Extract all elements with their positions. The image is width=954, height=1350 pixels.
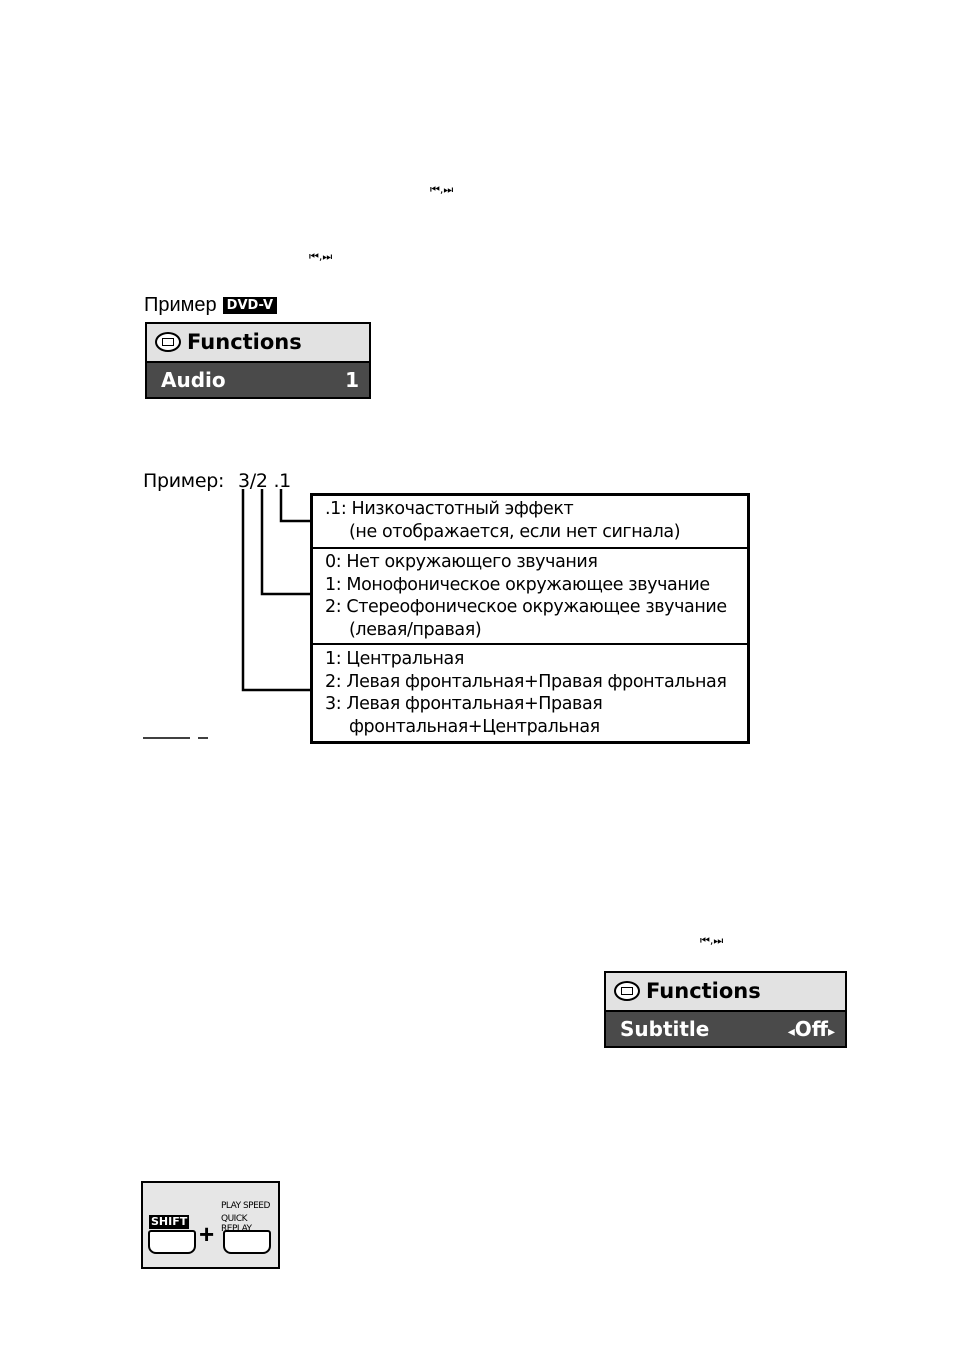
plus-sign: + bbox=[199, 1219, 215, 1249]
arrow-left-icon: ◂ bbox=[787, 1023, 795, 1040]
functions-osd-audio: Functions Audio 1 bbox=[145, 322, 371, 399]
legend-line: (не отображается, если нет сигнала) bbox=[349, 521, 681, 542]
osd-title: Functions bbox=[187, 330, 302, 355]
legend-line: 0: Нет окружающего звучания bbox=[325, 552, 598, 572]
audio-format-legend: .1: Низкочастотный эффект (не отображает… bbox=[310, 493, 750, 744]
osd-item-value: 1 bbox=[345, 367, 359, 392]
example-label: Пример bbox=[144, 294, 217, 316]
dvd-v-badge: DVD-V bbox=[222, 297, 278, 314]
legend-section-surround: 0: Нет окружающего звучания 1: Монофонич… bbox=[313, 549, 747, 645]
code-slash: / bbox=[249, 470, 256, 492]
play-speed-label: PLAY SPEED bbox=[221, 1201, 270, 1211]
functions-icon bbox=[614, 981, 640, 1002]
diagram-example-label: Пример: bbox=[143, 470, 225, 492]
functions-icon bbox=[155, 332, 181, 353]
skip-buttons-icon: ⏮,⏭ bbox=[430, 183, 454, 196]
legend-section-front: 1: Центральная 2: Левая фронтальная+Прав… bbox=[313, 645, 747, 744]
legend-line: фронтальная+Центральная bbox=[349, 716, 600, 737]
diagram-code: 3/2 .1 bbox=[238, 470, 291, 492]
functions-osd-subtitle: Functions Subtitle ◂Off▸ bbox=[604, 971, 847, 1048]
legend-line: 2: Стереофоническое окружающее звучание bbox=[325, 597, 727, 617]
code-lfe: .1 bbox=[267, 470, 291, 492]
legend-line: (левая/правая) bbox=[349, 619, 482, 640]
play-speed-button-icon bbox=[223, 1230, 271, 1254]
osd-header: Functions bbox=[147, 324, 369, 361]
osd-item-value: ◂Off▸ bbox=[788, 1017, 835, 1041]
legend-line: 1: Центральная bbox=[325, 649, 465, 669]
example-heading: Пример DVD-V bbox=[144, 294, 278, 317]
osd-title: Functions bbox=[646, 979, 761, 1004]
quick-replay-label: QUICK REPLAY bbox=[221, 1214, 252, 1234]
code-front: 3 bbox=[238, 470, 250, 492]
legend-section-lfe: .1: Низкочастотный эффект (не отображает… bbox=[313, 496, 747, 549]
shift-label: SHIFT bbox=[149, 1215, 190, 1229]
arrow-right-icon: ▸ bbox=[827, 1023, 835, 1040]
shift-quick-replay-button-illustration: SHIFT + PLAY SPEED QUICK REPLAY bbox=[141, 1181, 280, 1269]
skip-buttons-icon: ⏮,⏭ bbox=[700, 934, 724, 947]
shift-button-icon bbox=[148, 1230, 196, 1254]
legend-line: 3: Левая фронтальная+Правая bbox=[325, 694, 603, 714]
osd-row: Audio 1 bbox=[147, 360, 369, 397]
legend-line: 2: Левая фронтальная+Правая фронтальная bbox=[325, 671, 727, 692]
osd-row: Subtitle ◂Off▸ bbox=[606, 1009, 845, 1046]
legend-line: 1: Монофоническое окружающее звучание bbox=[325, 574, 710, 595]
osd-item-label: Audio bbox=[161, 367, 226, 392]
osd-header: Functions bbox=[606, 973, 845, 1010]
skip-buttons-icon: ⏮,⏭ bbox=[309, 250, 333, 263]
osd-item-label: Subtitle bbox=[620, 1016, 710, 1041]
legend-line: .1: Низкочастотный эффект bbox=[325, 499, 574, 519]
osd-value-text: Off bbox=[794, 1016, 828, 1041]
code-surround: 2 bbox=[255, 470, 268, 492]
